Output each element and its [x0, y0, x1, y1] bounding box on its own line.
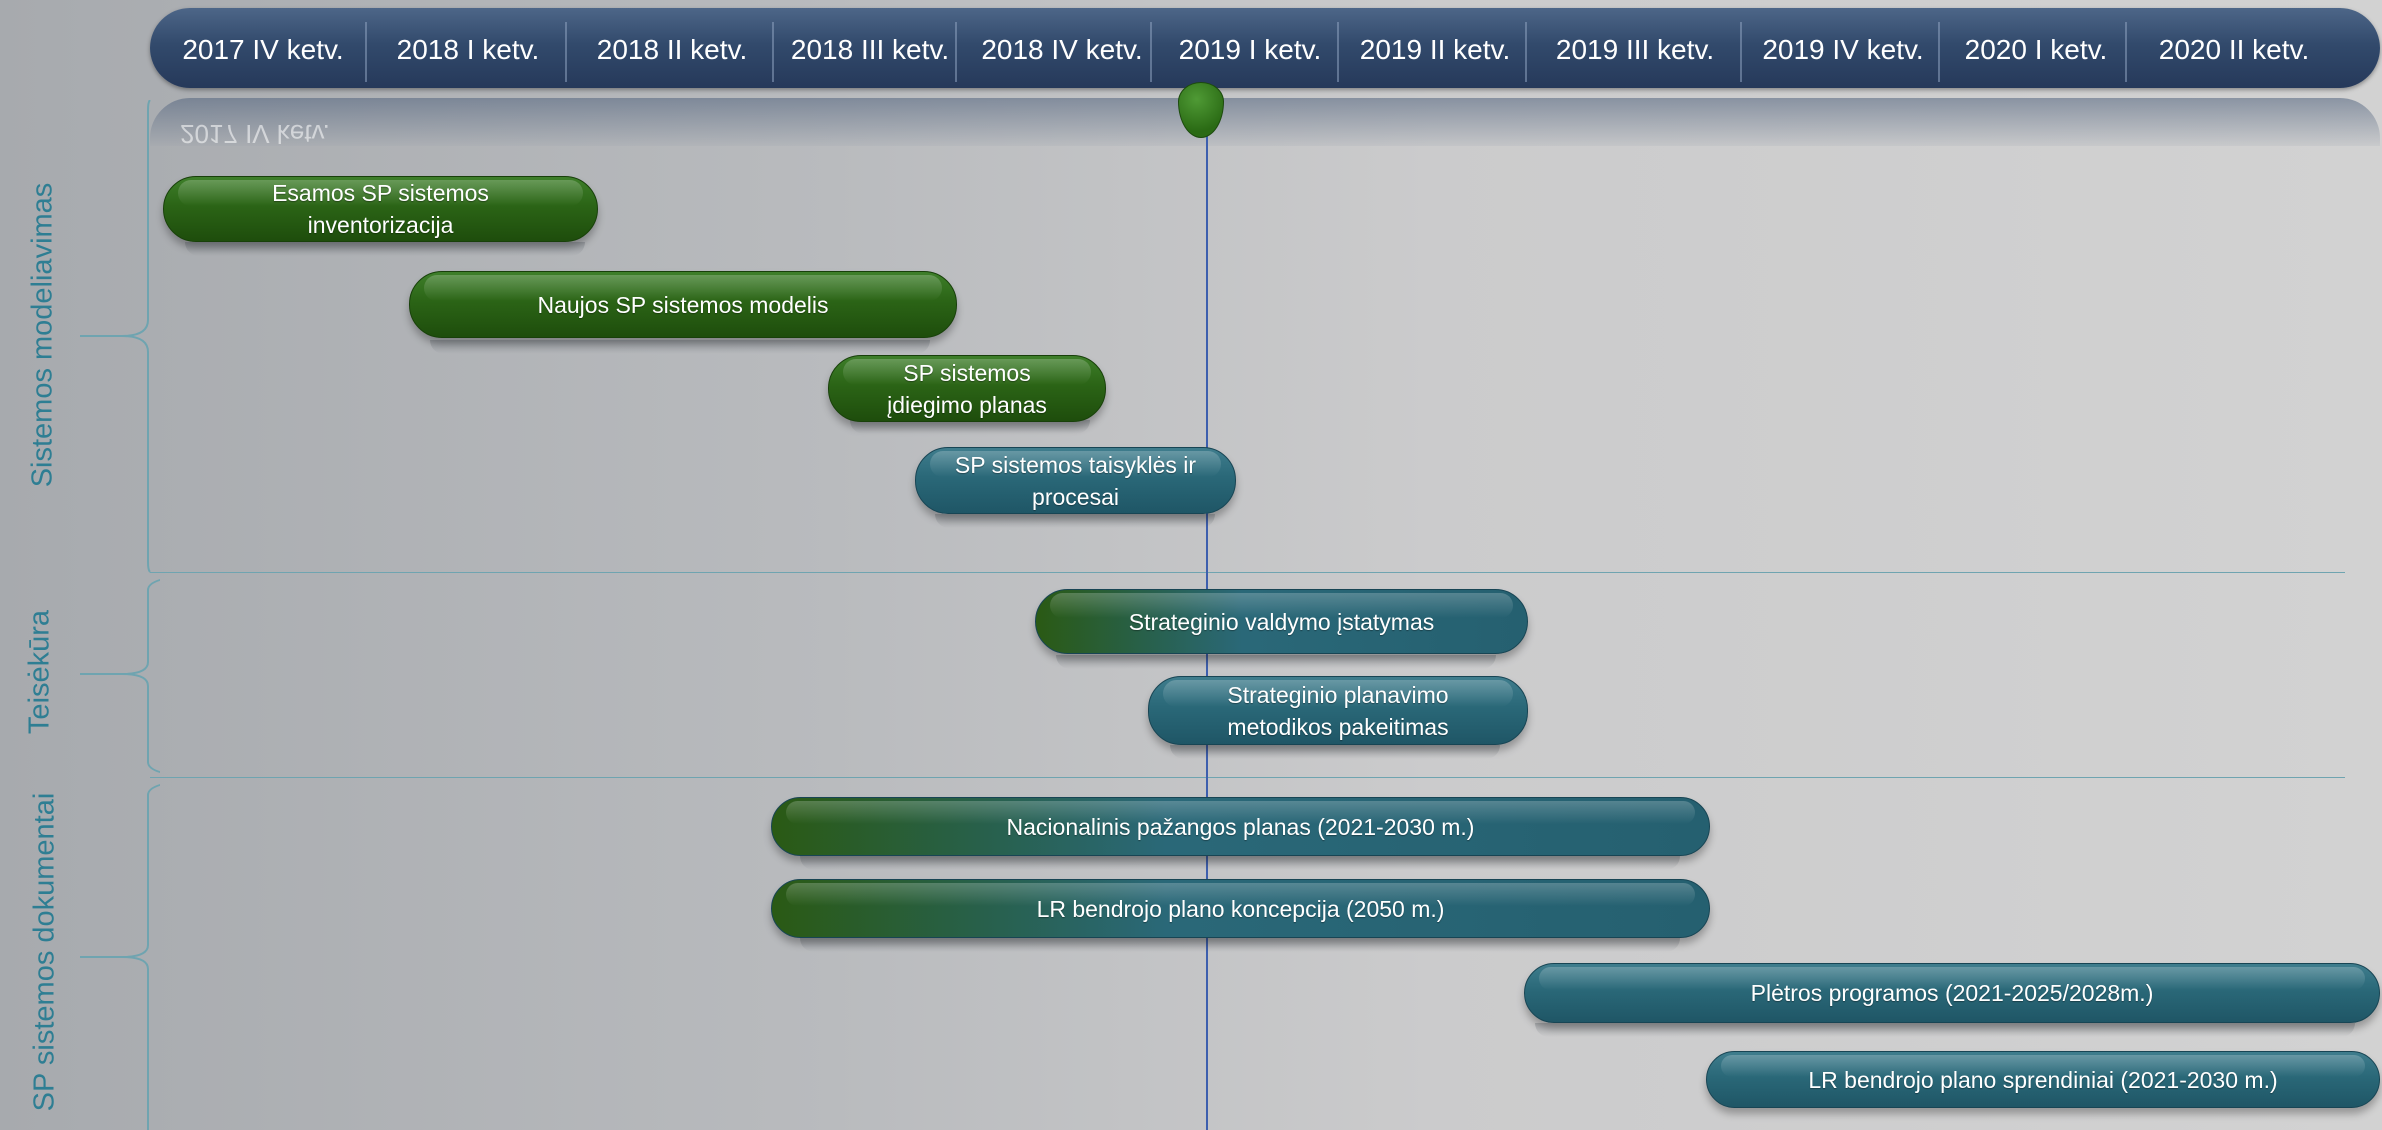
task-bar[interactable]: SP sistemos taisyklės ir procesai — [915, 447, 1236, 514]
quarter-label: 2018 IV ketv. — [981, 34, 1143, 65]
quarter-label: 2018 III ketv. — [790, 34, 950, 65]
quarter-separator — [955, 22, 957, 82]
quarter-label: 2019 III ketv. — [1555, 34, 1715, 65]
quarter-separator — [2125, 22, 2127, 82]
task-bar-shadow — [800, 938, 1680, 952]
task-bar-shadow — [1170, 745, 1500, 759]
quarter-label: 2017 IV ketv. — [182, 34, 344, 65]
task-bar-shadow — [185, 242, 585, 256]
task-bar-shadow — [1056, 655, 1496, 669]
section-label-modeling: Sistemos modeliavimas — [26, 182, 59, 488]
section-divider — [150, 572, 2345, 573]
quarter-separator — [772, 22, 774, 82]
task-bar-shadow — [430, 340, 930, 354]
header-reflection-text: 2017 IV ketv. — [180, 119, 330, 149]
task-bar[interactable]: Naujos SP sistemos modelis — [409, 271, 957, 338]
quarter-label: 2019 I ketv. — [1178, 34, 1322, 65]
task-bar[interactable]: LR bendrojo plano koncepcija (2050 m.) — [771, 879, 1710, 938]
quarter-label: 2018 I ketv. — [396, 34, 540, 65]
task-bar[interactable]: Strateginio valdymo įstatymas — [1035, 589, 1528, 654]
quarter-label: 2020 II ketv. — [2158, 34, 2310, 65]
task-bar-shadow — [850, 420, 1090, 434]
task-bar[interactable]: Strateginio planavimo metodikos pakeitim… — [1148, 676, 1528, 745]
section-label-documents: SP sistemos dokumentai — [28, 792, 61, 1112]
task-bar-shadow — [935, 514, 1215, 528]
quarter-separator — [1337, 22, 1339, 82]
current-date-marker-icon — [1178, 82, 1224, 138]
quarter-label: 2020 I ketv. — [1964, 34, 2108, 65]
quarter-label: 2018 II ketv. — [596, 34, 748, 65]
task-bar-shadow — [1535, 1023, 2355, 1037]
task-bar[interactable]: SP sistemos įdiegimo planas — [828, 355, 1106, 422]
task-bar[interactable]: Nacionalinis pažangos planas (2021-2030 … — [771, 797, 1710, 856]
quarter-separator — [1938, 22, 1940, 82]
quarter-label: 2019 II ketv. — [1359, 34, 1511, 65]
task-bar[interactable]: Plėtros programos (2021-2025/2028m.) — [1524, 963, 2380, 1023]
quarter-separator — [365, 22, 367, 82]
task-bar[interactable]: Esamos SP sistemos inventorizacija — [163, 176, 598, 242]
quarter-separator — [1150, 22, 1152, 82]
quarter-separator — [1740, 22, 1742, 82]
section-label-legislation: Teisėkūra — [23, 609, 56, 735]
header-reflection: 2017 IV ketv. — [150, 98, 2380, 149]
task-bar[interactable]: LR bendrojo plano sprendiniai (2021-2030… — [1706, 1051, 2380, 1108]
section-divider — [150, 777, 2345, 778]
task-bar-shadow — [800, 856, 1680, 870]
quarter-separator — [565, 22, 567, 82]
quarter-separator — [1525, 22, 1527, 82]
timeline-header: 2017 IV ketv. 2018 I ketv. 2018 II ketv.… — [150, 8, 2380, 88]
quarter-label: 2019 IV ketv. — [1762, 34, 1924, 65]
section-braces — [80, 100, 160, 1130]
